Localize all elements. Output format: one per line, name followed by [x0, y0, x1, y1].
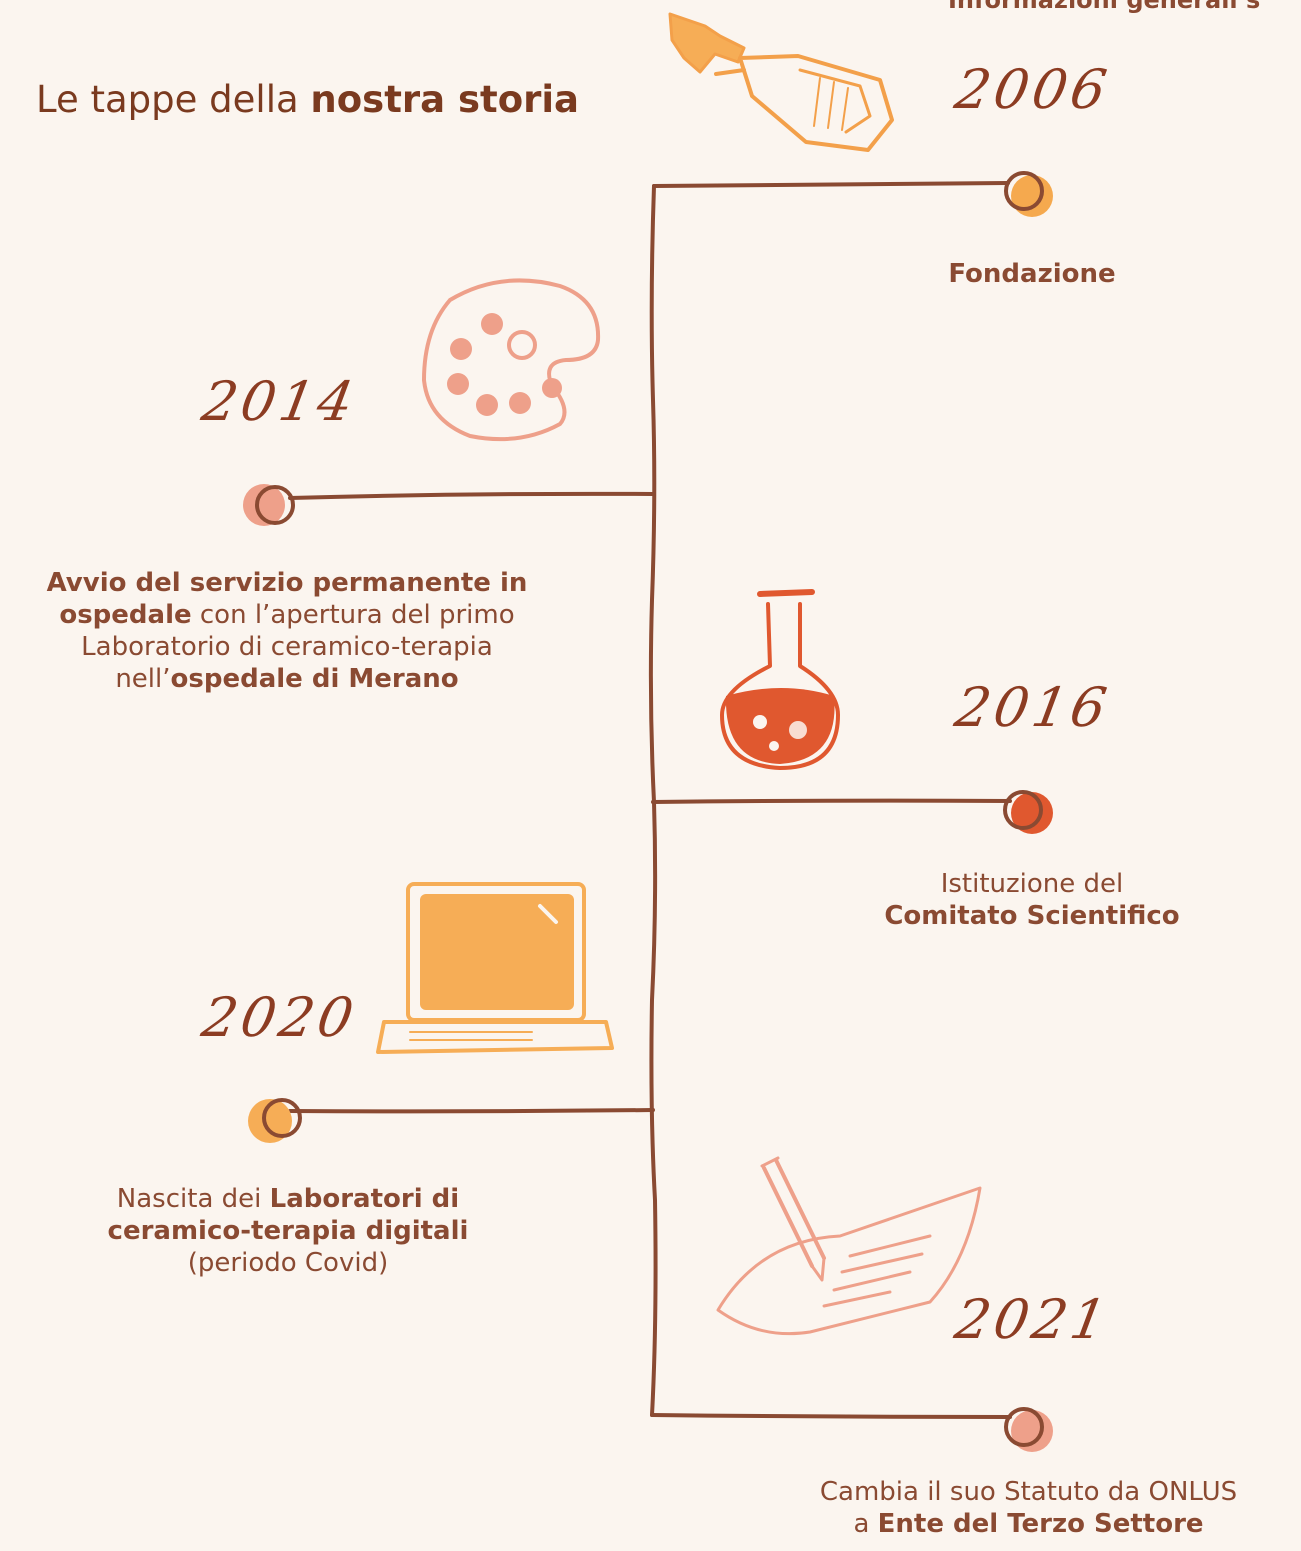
branch-2021 — [650, 1413, 1012, 1419]
event-2014-line4-pre: nell’ — [115, 664, 171, 694]
dot-2020 — [248, 1098, 302, 1143]
year-2006: 2006 — [950, 58, 1115, 121]
event-2014-line2-bold: ospedale — [59, 600, 192, 630]
branch-2020 — [288, 1108, 655, 1114]
laptop-icon — [376, 882, 614, 1054]
event-2020-line1-bold: Laboratori di — [269, 1184, 460, 1214]
header-cutoff-title: Informazioni generali s — [948, 0, 1261, 14]
dot-2016 — [1003, 790, 1053, 834]
title-bold: nostra storia — [310, 78, 580, 121]
year-2021: 2021 — [950, 1288, 1115, 1351]
branch-2006 — [652, 181, 1010, 188]
year-2016: 2016 — [950, 676, 1115, 739]
event-2021-description: Cambia il suo Statuto da ONLUS a Ente de… — [756, 1476, 1301, 1540]
event-2016-description: Istituzione del Comitato Scientifico — [840, 868, 1224, 932]
pencil-and-paper-icon — [716, 1156, 982, 1336]
event-2006-text: Fondazione — [948, 259, 1116, 289]
event-2016-line1: Istituzione del — [940, 869, 1124, 899]
dot-2014 — [243, 484, 295, 526]
event-2014-line1: Avvio del servizio permanente in — [46, 568, 528, 598]
event-2021-line1: Cambia il suo Statuto da ONLUS — [819, 1477, 1238, 1507]
event-2020-line2: ceramico-terapia digitali — [107, 1216, 469, 1246]
event-2021-line2-pre: a — [853, 1509, 878, 1539]
event-2014-line2: con l’apertura del primo — [191, 600, 515, 630]
event-2021-line2-bold: Ente del Terzo Settore — [877, 1509, 1204, 1539]
event-2014-line4-bold: ospedale di Merano — [170, 664, 459, 694]
palette-icon — [422, 278, 601, 442]
branch-2014 — [288, 491, 655, 500]
event-2020-line3: (periodo Covid) — [187, 1248, 389, 1278]
page-title: Le tappe della nostra storia — [36, 78, 579, 121]
dot-2006 — [1004, 171, 1053, 217]
wrench-and-paint-tube-icon — [668, 12, 894, 152]
event-2014-line3: Laboratorio di ceramico-terapia — [81, 632, 493, 662]
event-2006-description: Fondazione — [882, 258, 1182, 290]
event-2020-line1-pre: Nascita dei — [116, 1184, 270, 1214]
dot-2021 — [1004, 1407, 1053, 1452]
branch-2016 — [651, 798, 1012, 804]
title-regular: Le tappe della — [36, 78, 311, 121]
event-2014-description: Avvio del servizio permanente in ospedal… — [0, 567, 574, 695]
year-2020: 2020 — [197, 986, 362, 1049]
event-2016-line2: Comitato Scientifico — [884, 901, 1180, 931]
flask-icon — [720, 589, 840, 770]
year-2014: 2014 — [197, 370, 362, 433]
event-2020-description: Nascita dei Laboratori di ceramico-terap… — [48, 1183, 528, 1279]
